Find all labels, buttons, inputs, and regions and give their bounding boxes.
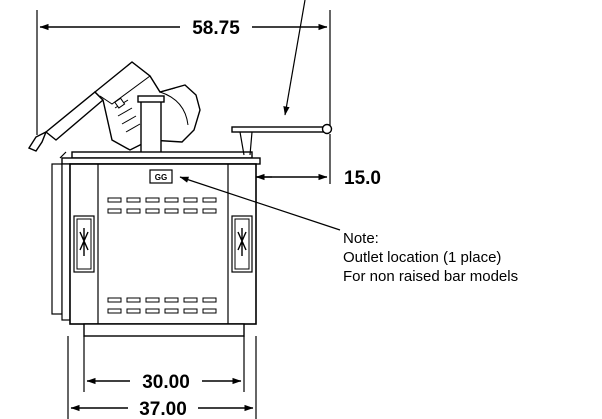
left-arm (44, 91, 105, 141)
bottom-vent-slots (107, 297, 217, 314)
depth-dimension: 15.0 (255, 134, 381, 189)
shelf-bracket (239, 131, 253, 156)
hood-curve (159, 91, 189, 126)
hood-latch (114, 97, 126, 109)
right-door-handle (237, 228, 247, 256)
shelf-knob (321, 123, 333, 135)
outlet-box-label: GG (155, 173, 167, 182)
counter-edge-left (59, 151, 67, 159)
left-outer-rail (51, 163, 63, 315)
cabinet-width-label: 37.00 (139, 399, 187, 419)
overall-width-label: 58.75 (192, 18, 240, 39)
hood-inner-edge (99, 61, 151, 105)
side-shelf (231, 126, 327, 133)
left-inner-rail (61, 163, 71, 321)
counter-lip (61, 157, 261, 165)
note-line-2: For non raised bar models (343, 268, 518, 285)
cabinet-body (69, 163, 257, 325)
vent-post-cap (137, 95, 165, 103)
note-heading: Note: (343, 230, 379, 247)
left-door-handle (79, 228, 89, 256)
left-bracket (27, 130, 48, 152)
outlet-leader-arrow (179, 176, 341, 231)
top-counter (71, 151, 253, 159)
bottom-dimensions: 30.00 37.00 (67, 336, 257, 419)
overall-width-dimension: 58.75 (36, 10, 331, 135)
top-vent-slots (107, 197, 217, 214)
base-plinth (83, 323, 245, 337)
vent-post (140, 98, 162, 156)
note-line-1: Outlet location (1 place) (343, 249, 501, 266)
inner-width-label: 30.00 (142, 372, 190, 393)
equipment-drawing: GG (27, 61, 333, 337)
depth-label: 15.0 (344, 168, 381, 189)
top-leader-arrow (283, 0, 306, 116)
outlet-note: Note: Outlet location (1 place) For non … (343, 230, 518, 285)
outlet-box (149, 169, 173, 184)
